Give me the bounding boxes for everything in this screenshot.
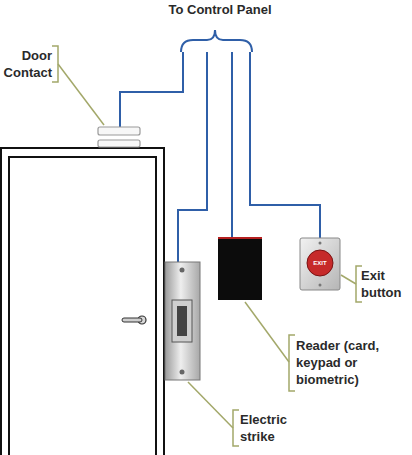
- part-label: Exit button: [361, 267, 409, 301]
- electric-strike: [165, 262, 200, 380]
- door-handle: [122, 316, 146, 324]
- exit-button: [300, 238, 340, 290]
- card-reader: [218, 237, 262, 300]
- strike-wire: [178, 52, 207, 262]
- bracket: [233, 410, 239, 446]
- bracket: [52, 46, 58, 82]
- leader-line: [245, 302, 289, 362]
- part-label: Electric strike: [240, 411, 306, 445]
- part-label: Reader (card, keypad or biometric): [296, 337, 408, 388]
- door-contact-wire: [120, 52, 183, 127]
- door-leaf: [9, 157, 156, 455]
- exit-button-wire: [250, 52, 320, 238]
- leader-line: [341, 275, 356, 284]
- reader-wire: [231, 52, 233, 237]
- heading-label: To Control Panel: [150, 1, 290, 18]
- leader-line: [188, 382, 233, 428]
- leader-line: [58, 64, 104, 125]
- part-label: Door Contact: [2, 47, 52, 81]
- button-text: EXIT: [305, 258, 335, 268]
- bracket: [289, 335, 295, 391]
- door-contact: [98, 127, 140, 147]
- brace: [181, 30, 252, 52]
- door-frame: [1, 148, 164, 455]
